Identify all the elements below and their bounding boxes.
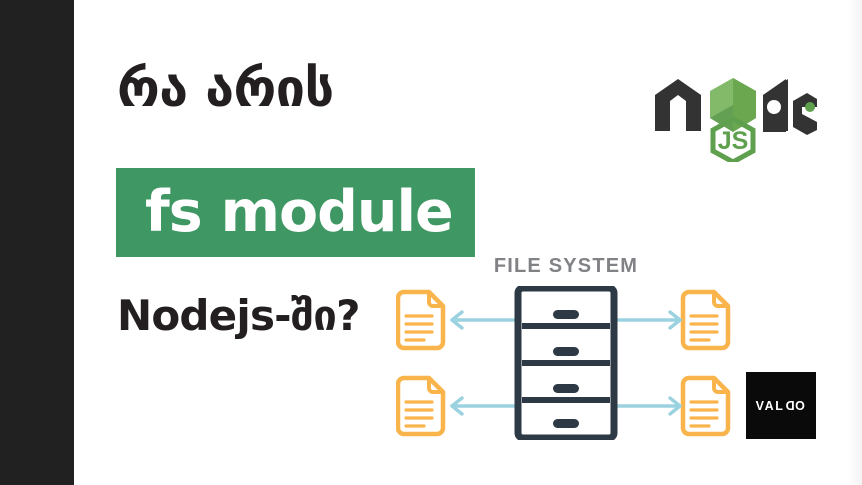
document-icon-left-top <box>396 289 446 351</box>
arrow-left-top <box>450 310 518 330</box>
arrow-right-top <box>614 310 682 330</box>
file-system-diagram <box>396 286 731 440</box>
valdo-logo: VALDO <box>746 372 816 439</box>
nodejs-logo: JS <box>647 57 817 165</box>
valdo-logo-text: VALDO <box>755 398 807 413</box>
nodejs-js-badge-text: JS <box>718 127 749 155</box>
page-subline: Nodejs-ში? <box>117 291 360 340</box>
document-icon-right-top <box>680 289 731 351</box>
arrow-right-bottom <box>614 396 682 416</box>
file-system-title: FILE SYSTEM <box>493 255 639 277</box>
page-headline: რა არის <box>117 59 334 119</box>
left-dark-rail <box>0 0 74 485</box>
nodejs-logo-icon: JS <box>655 78 817 165</box>
right-edge-shadow <box>846 0 862 485</box>
fs-module-highlight-band: fs module <box>116 168 475 257</box>
file-system-illustration: FILE SYSTEM <box>396 250 736 440</box>
arrow-left-bottom <box>450 396 518 416</box>
document-icon-right-bottom <box>680 375 731 437</box>
fs-module-label: fs module <box>145 179 454 245</box>
filing-cabinet-icon <box>514 286 618 440</box>
document-icon-left-bottom <box>396 375 446 437</box>
